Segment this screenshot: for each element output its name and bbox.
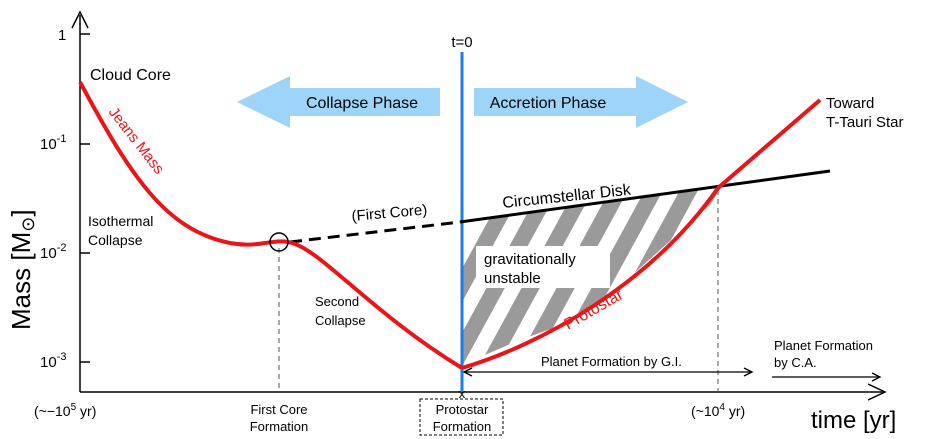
collapse-phase-label: Collapse Phase: [306, 95, 418, 112]
y-tick-label-0.01: 10-2: [40, 242, 66, 262]
t0-label: t=0: [451, 34, 472, 51]
accretion-phase-label: Accretion Phase: [490, 95, 607, 112]
protostar-mass-curve: [461, 98, 822, 370]
x-axis-arrowhead: [867, 383, 887, 401]
planet-gi-arrowhead-left: [462, 367, 473, 377]
protostar-formation-box: [419, 398, 504, 436]
first-core-label: (First Core): [351, 201, 428, 225]
planet-ca-arrowhead: [871, 372, 882, 382]
cloud-core-label: Cloud Core: [90, 67, 171, 84]
planet-gi-arrowhead-right: [743, 367, 754, 377]
axes: [71, 10, 887, 401]
t0-axis-mark: x: [459, 386, 466, 401]
planet-gi-label: Planet Formation by G.I.: [541, 354, 682, 369]
y-axis-arrowhead: [71, 10, 89, 29]
y-tick-label-0.001: 10-3: [40, 351, 66, 371]
accretion-phase-arrow: [474, 76, 688, 128]
collapse-phase-arrow: [237, 76, 440, 128]
jeans-mass-curve: [78, 81, 464, 370]
y-tick-label-0.1: 10-1: [40, 133, 66, 153]
y-tick-label-1: 1: [58, 27, 66, 44]
x-tick-label-right: (~104 yr): [691, 402, 745, 419]
circumstellar-disk-line: [459, 169, 831, 224]
first-core-track: [289, 220, 461, 244]
first-core-circle: [269, 232, 289, 252]
y-tick-labels: 1 10-1 10-2 10-3: [40, 27, 66, 371]
y-axis-title: Mass [M⊙]: [6, 209, 38, 330]
x-axis-title: time [yr]: [811, 407, 896, 434]
x-tick-label-left: (~−105 yr): [34, 402, 96, 419]
unstable-label-bg: [476, 246, 610, 288]
